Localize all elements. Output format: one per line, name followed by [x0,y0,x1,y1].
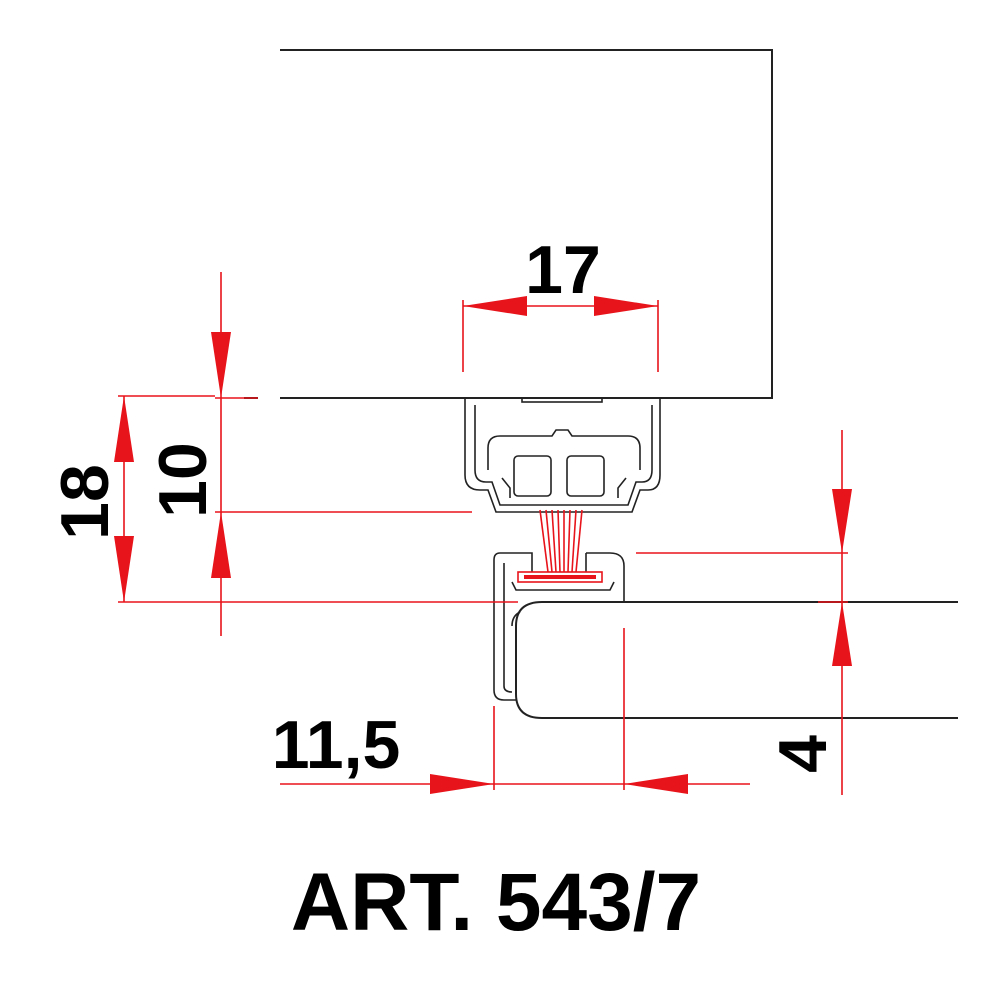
dimension-glass-offset: 11,5 [272,628,750,794]
door-panel [280,49,773,399]
lower-clip-profile [493,552,625,701]
dimension-brush-width: 17 [462,232,659,372]
top-profile [464,397,661,513]
dimension-total-height-label: 18 [47,464,123,540]
dimension-glass-gap: 4 [636,430,852,795]
article-title: ART. 543/7 [291,857,701,948]
brush-bristles [539,509,583,573]
dimension-profile-height-label: 10 [145,442,221,518]
chamber-right [566,455,605,497]
dimension-brush-width-label: 17 [525,232,601,308]
chamber-left [513,455,552,497]
dimension-profile-height: 10 [145,272,472,636]
dimension-glass-gap-label: 4 [765,735,841,773]
glass-panel [515,601,958,719]
dimension-total-height: 18 [47,395,518,603]
dimension-glass-offset-label: 11,5 [272,707,401,783]
brush-base [517,571,603,583]
